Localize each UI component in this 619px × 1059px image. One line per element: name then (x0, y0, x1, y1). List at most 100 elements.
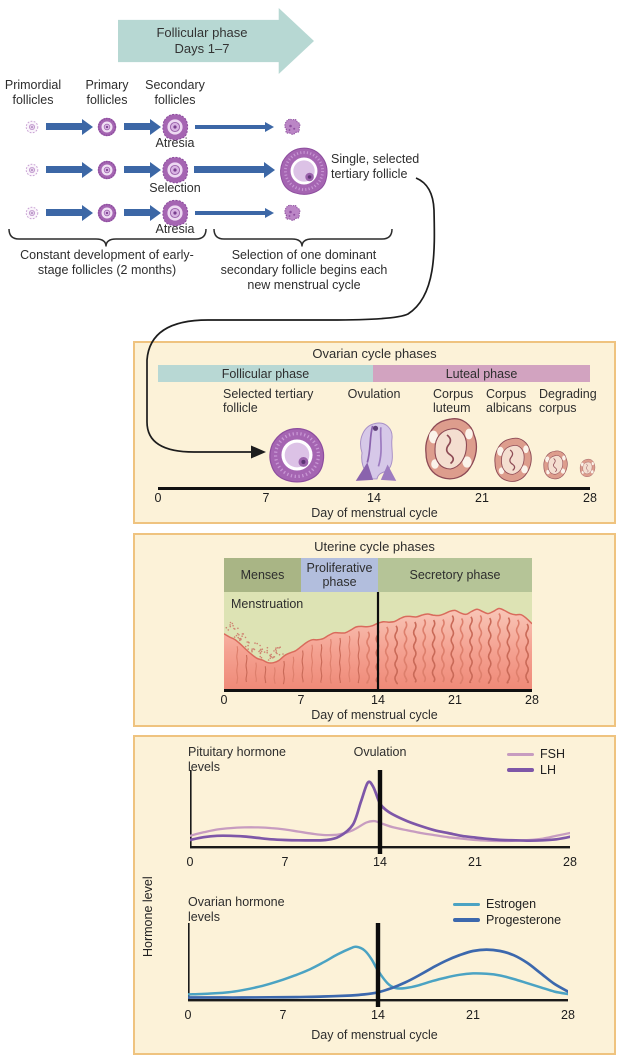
banner-line2: Days 1–7 (174, 41, 230, 56)
hormone-axis-label: Day of menstrual cycle (311, 1028, 438, 1042)
uterine-axis-line (224, 689, 532, 692)
flow-arrow-icon (195, 211, 265, 215)
stage-label-ovulation: Ovulation (347, 387, 401, 401)
proliferative-segment: Proliferative phase (301, 558, 378, 592)
ovarian-hormones-label: Ovarian hormone levels (188, 895, 285, 924)
menstruation-label: Menstruation (231, 597, 304, 611)
hormone-level-ylabel: Hormone level (141, 876, 155, 958)
axis-tick-label: 0 (220, 693, 228, 707)
degrading-corpus-small-icon (579, 456, 596, 480)
corpus-albicans-icon (492, 437, 534, 483)
ovarian-legend: Estrogen Progesterone (453, 896, 561, 928)
stage-label-degrading-corpus: Degrading corpus (539, 387, 597, 415)
flow-arrow-icon (194, 166, 264, 173)
col-label-secondary: Secondary follicles (145, 78, 205, 107)
axis-tick-label: 28 (583, 491, 597, 505)
ovarian-hormone-chart (188, 923, 568, 1007)
follicular-phase-banner-arrow: Follicular phase Days 1–7 (118, 8, 314, 74)
lh-legend-label: LH (540, 763, 556, 777)
stage-label-selected-tertiary: Selected tertiary follicle (223, 387, 314, 415)
right-brace-icon (213, 228, 393, 247)
lh-curve (190, 780, 570, 843)
axis-tick-label: 0 (186, 855, 194, 869)
legend-item-estrogen: Estrogen (453, 896, 561, 912)
axis-tick-label: 21 (475, 491, 489, 505)
flow-arrow-icon (124, 209, 150, 216)
primary-follicle-icon (96, 116, 118, 138)
ovarian-cycle-panel: Ovarian cycle phases Follicular phase Lu… (133, 341, 616, 524)
hormone-levels-panel: Pituitary hormone levels Ovulation FSH L… (133, 735, 616, 1055)
ovarian-axis-ticks: 0 7 14 21 28 (135, 491, 614, 507)
pituitary-hormones-label: Pituitary hormone levels (188, 745, 286, 774)
flow-arrow-icon (195, 125, 265, 129)
progesterone-legend-label: Progesterone (486, 913, 562, 927)
flow-arrow-icon (46, 123, 82, 130)
uterine-panel-title: Uterine cycle phases (314, 539, 435, 554)
axis-tick-label: 0 (184, 1008, 192, 1022)
selected-tertiary-follicle-label: Single, selected tertiary follicle (331, 152, 420, 181)
axis-tick-label: 21 (466, 1008, 480, 1022)
ovarian-axis-line (158, 487, 590, 490)
axis-tick-label: 7 (279, 1008, 287, 1022)
axis-tick-label: 7 (262, 491, 270, 505)
estrogen-curve (188, 945, 568, 996)
selected-tertiary-follicle-icon (267, 425, 327, 485)
legend-item-progesterone: Progesterone (453, 912, 561, 928)
uterine-phase-bar: Menses Proliferative phase Secretory pha… (224, 558, 532, 592)
ovarian-hormone-axis-ticks: 0 7 14 21 28 (135, 1008, 614, 1024)
flow-arrow-icon (124, 166, 150, 173)
col-label-primary: Primary follicles (85, 78, 129, 107)
ovarian-phase-bar: Follicular phase Luteal phase (158, 365, 590, 382)
selection-label: Selection (149, 181, 201, 195)
secondary-follicle-icon (161, 156, 189, 184)
axis-tick-label: 0 (154, 491, 162, 505)
lh-line-swatch-icon (507, 768, 534, 772)
bracket-caption-right: Selection of one dominant secondary foll… (220, 248, 388, 292)
pituitary-hormone-chart (190, 770, 570, 854)
luteal-phase-segment: Luteal phase (373, 365, 590, 382)
stage-label-corpus-luteum: Corpus luteum (433, 387, 474, 415)
primordial-follicle-icon (24, 205, 40, 221)
estrogen-legend-label: Estrogen (486, 897, 537, 911)
axis-tick-label: 7 (281, 855, 289, 869)
uterine-axis-ticks: 0 7 14 21 28 (135, 693, 614, 709)
flow-arrow-icon (46, 209, 82, 216)
day14-line (376, 592, 380, 689)
progesterone-line-swatch-icon (453, 918, 480, 922)
atretic-follicle-icon (282, 117, 302, 137)
atretic-follicle-icon (282, 203, 302, 223)
axis-tick-label: 14 (373, 855, 387, 869)
uterine-cycle-panel: Uterine cycle phases Menses Proliferativ… (133, 533, 616, 727)
menstrual-debris-speckles (225, 621, 284, 661)
axis-tick-label: 28 (561, 1008, 575, 1022)
atresia-label-top: Atresia (155, 136, 195, 150)
ovulation-day-line (375, 923, 381, 1007)
axis-tick-label: 14 (371, 1008, 385, 1022)
axis-tick-label: 14 (371, 693, 385, 707)
ovulation-day-line (377, 770, 383, 854)
estrogen-line-swatch-icon (453, 902, 480, 906)
progesterone-curve (188, 948, 568, 999)
fsh-line-swatch-icon (507, 752, 534, 756)
pituitary-legend: FSH LH (507, 746, 565, 778)
axis-tick-label: 21 (468, 855, 482, 869)
flow-arrow-icon (124, 123, 150, 130)
uterine-axis-label: Day of menstrual cycle (311, 708, 438, 722)
ovarian-panel-title: Ovarian cycle phases (312, 346, 437, 361)
ovulation-annotation: Ovulation (353, 745, 407, 759)
degrading-corpus-icon (542, 448, 569, 482)
axis-tick-label: 28 (525, 693, 539, 707)
endometrial-glands (236, 613, 530, 685)
primordial-follicle-icon (24, 119, 40, 135)
axis-tick-label: 21 (448, 693, 462, 707)
corpus-luteum-icon (422, 417, 480, 481)
axis-tick-label: 7 (297, 693, 305, 707)
menses-segment: Menses (224, 558, 301, 592)
ovarian-axis-label: Day of menstrual cycle (311, 506, 438, 520)
ovulation-icon (349, 419, 403, 481)
primary-follicle-icon (96, 202, 118, 224)
atresia-label-bottom: Atresia (155, 222, 195, 236)
axis-tick-label: 14 (367, 491, 381, 505)
